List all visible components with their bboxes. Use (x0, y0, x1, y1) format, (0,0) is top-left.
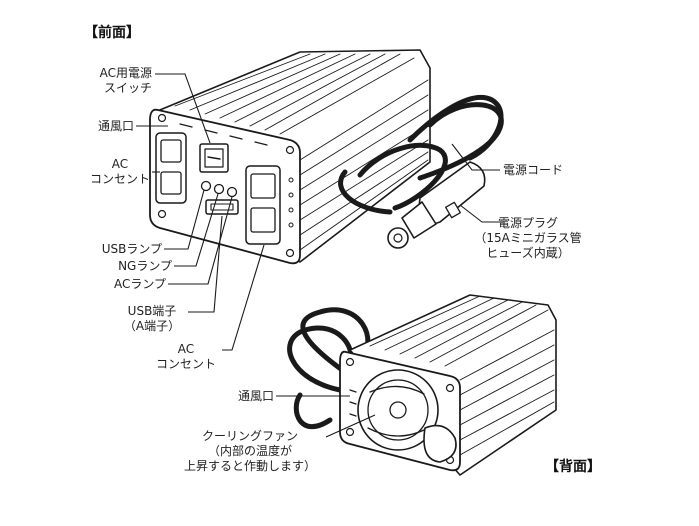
label-ac-outlet-left: AC コンセント (89, 157, 150, 186)
front-power-cord (338, 94, 504, 215)
usb-lamp-shape (200, 180, 212, 192)
header-front: 【前面】 (84, 25, 140, 41)
ac-lamp-shape (226, 186, 238, 198)
front-power-plug (387, 161, 486, 249)
label-back-vent: 通風口 (237, 389, 274, 403)
front-unit (149, 49, 431, 265)
label-usb-lamp: USBランプ (101, 242, 162, 256)
label-usb-port: USB端子 （A端子） (123, 304, 181, 333)
back-unit (287, 294, 557, 476)
label-ac-outlet-right: AC コンセント (155, 342, 216, 371)
label-power-cord: 電源コード (503, 163, 564, 177)
back-vent-slots (349, 389, 357, 417)
front-right-ac-outlet (245, 165, 281, 245)
usb-port-shape (205, 199, 239, 215)
label-front-vent: 通風口 (97, 119, 134, 133)
cooling-fins-top (174, 53, 415, 135)
label-ac-switch: AC用電源 スイッチ (99, 66, 152, 95)
label-ng-lamp: NGランプ (118, 259, 172, 273)
label-ac-lamp: ACランプ (113, 277, 166, 291)
cooling-fan-shape (357, 369, 439, 451)
front-vent-slots (179, 123, 268, 146)
ng-lamp-shape (213, 183, 225, 195)
label-power-plug: 電源プラグ （15Aミニガラス管 ヒューズ内蔵） (474, 216, 582, 260)
leader-lines (136, 73, 505, 438)
label-cooling-fan: クーリングファン （内部の温度が 上昇すると作動します） (183, 429, 316, 473)
front-power-switch (199, 143, 229, 173)
back-fins (369, 295, 555, 456)
header-back: 【背面】 (545, 459, 601, 475)
side-indicators (288, 177, 294, 228)
cooling-fins-side (299, 79, 429, 251)
front-left-ac-outlet (155, 132, 187, 204)
